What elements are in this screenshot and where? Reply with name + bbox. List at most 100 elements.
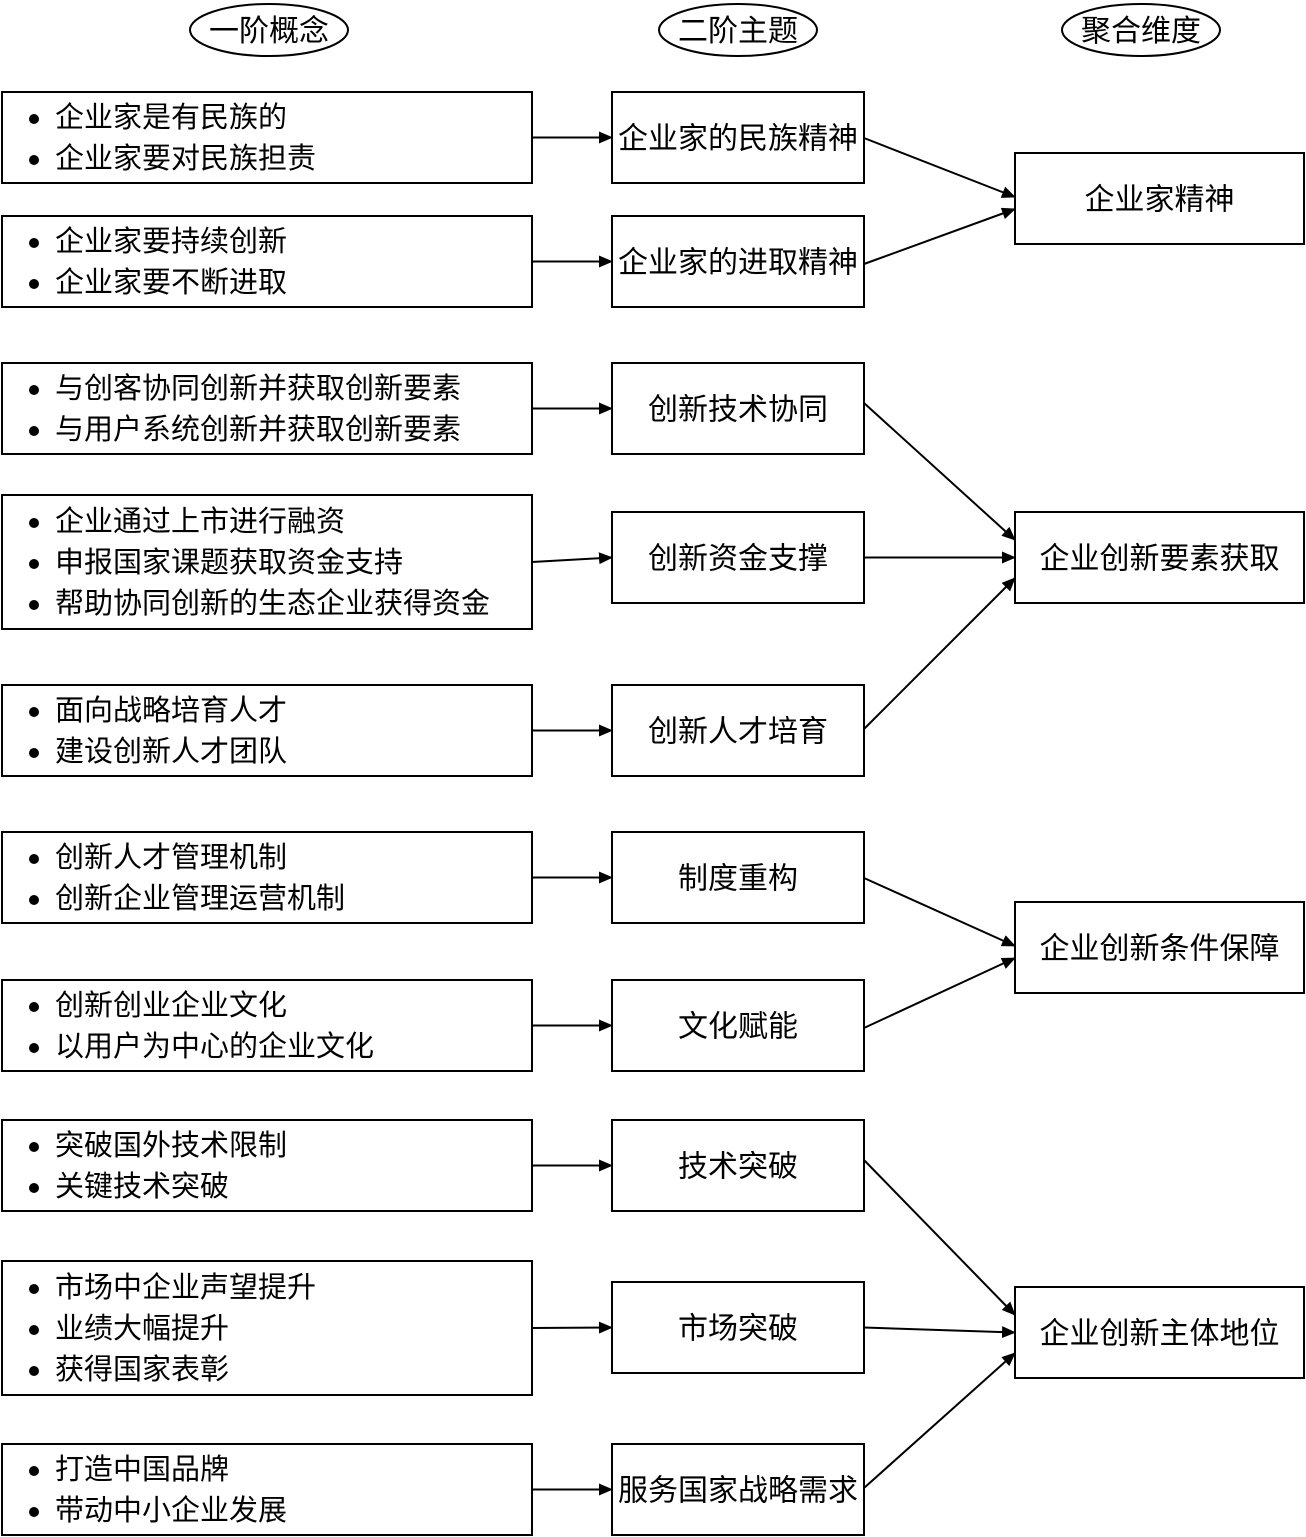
theme-label: 企业家的进取精神 — [618, 246, 858, 281]
concept-item: 市场中企业声望提升 — [55, 1270, 316, 1304]
dimension-label: 企业创新条件保障 — [1040, 932, 1280, 967]
theme-label: 创新资金支撑 — [648, 542, 828, 577]
bullet-dot — [29, 1466, 39, 1476]
bullet-dot — [29, 1183, 39, 1193]
concept-item: 打造中国品牌 — [55, 1452, 229, 1486]
diagram-body: 企业家精神企业家是有民族的企业家要对民族担责企业家的民族精神企业家要持续创新企业… — [1, 91, 1305, 1536]
header-first-order-label: 一阶概念 — [209, 14, 329, 49]
theme-box: 企业家的进取精神 — [611, 215, 865, 308]
theme-label: 技术突破 — [678, 1150, 798, 1185]
theme-box: 创新人才培育 — [611, 684, 865, 777]
theme-label: 创新技术协同 — [648, 393, 828, 428]
concept-item: 建设创新人才团队 — [55, 734, 287, 768]
theme-to-dimension-arrow — [863, 1159, 1016, 1316]
concept-to-theme-arrow — [531, 1321, 613, 1334]
concept-item: 帮助协同创新的生态企业获得资金 — [55, 586, 490, 620]
concept-item: 企业家要对民族担责 — [55, 141, 316, 175]
concept-item: 创新企业管理运营机制 — [55, 881, 345, 915]
theme-label: 创新人才培育 — [648, 715, 828, 750]
concept-item: 关键技术突破 — [55, 1169, 229, 1203]
dimension-box: 企业创新主体地位 — [1014, 1286, 1305, 1379]
bullet-dot — [29, 1142, 39, 1152]
dimension-box: 企业家精神 — [1014, 152, 1305, 245]
theme-box: 服务国家战略需求 — [611, 1443, 865, 1536]
theme-to-dimension-arrow — [863, 137, 1016, 198]
concept-item: 面向战略培育人才 — [55, 693, 287, 727]
bullet-dot — [29, 518, 39, 528]
bullet-dot — [29, 1325, 39, 1335]
concept-item: 突破国外技术限制 — [55, 1128, 287, 1162]
bullet-dot — [29, 600, 39, 610]
concept-item: 与创客协同创新并获取创新要素 — [55, 371, 461, 405]
bullet-dot — [29, 748, 39, 758]
theme-to-dimension-arrow — [863, 1326, 1016, 1339]
concept-item: 创新创业企业文化 — [55, 988, 287, 1022]
concept-item: 以用户为中心的企业文化 — [55, 1029, 374, 1063]
bullet-dot — [29, 1002, 39, 1012]
theme-box: 文化赋能 — [611, 979, 865, 1072]
concept-item: 申报国家课题获取资金支持 — [55, 545, 403, 579]
theme-label: 文化赋能 — [678, 1010, 798, 1045]
header-second-order: 二阶主题 — [658, 3, 818, 57]
theme-box: 制度重构 — [611, 831, 865, 924]
theme-box: 市场突破 — [611, 1281, 865, 1374]
bullet-dot — [29, 854, 39, 864]
concept-item: 获得国家表彰 — [55, 1352, 229, 1386]
bullet-dot — [29, 1507, 39, 1517]
theme-box: 创新技术协同 — [611, 362, 865, 455]
dimension-box: 企业创新条件保障 — [1014, 901, 1305, 994]
dimension-label: 企业家精神 — [1085, 183, 1235, 218]
bullet-dot — [29, 279, 39, 289]
bullet-dot — [29, 559, 39, 569]
theme-label: 服务国家战略需求 — [618, 1474, 858, 1509]
concept-item: 企业家要持续创新 — [55, 224, 287, 258]
theme-to-dimension-arrow — [863, 207, 1016, 265]
header-aggregate-label: 聚合维度 — [1081, 14, 1201, 49]
theme-to-dimension-arrow — [863, 577, 1016, 730]
bullet-dot — [29, 895, 39, 905]
header-aggregate: 聚合维度 — [1061, 3, 1221, 57]
concept-item: 与用户系统创新并获取创新要素 — [55, 412, 461, 446]
theme-to-dimension-arrow — [863, 957, 1016, 1029]
concept-item: 企业家是有民族的 — [55, 100, 287, 134]
bullet-dot — [29, 385, 39, 395]
theme-box: 创新资金支撑 — [611, 511, 865, 604]
dimension-label: 企业创新主体地位 — [1040, 1317, 1280, 1352]
theme-label: 企业家的民族精神 — [618, 122, 858, 157]
bullet-dot — [29, 426, 39, 436]
bullet-dot — [29, 1043, 39, 1053]
concept-item: 创新人才管理机制 — [55, 840, 287, 874]
header-first-order: 一阶概念 — [189, 3, 349, 57]
bullet-dot — [29, 707, 39, 717]
concept-item: 业绩大幅提升 — [55, 1311, 229, 1345]
dimension-label: 企业创新要素获取 — [1040, 542, 1280, 577]
concept-item: 企业家要不断进取 — [55, 265, 287, 299]
bullet-dot — [29, 238, 39, 248]
concept-item: 带动中小企业发展 — [55, 1493, 287, 1527]
theme-to-dimension-arrow — [863, 402, 1016, 541]
concept-to-theme-arrow — [531, 552, 613, 565]
theme-to-dimension-arrow — [863, 877, 1016, 947]
theme-box: 企业家的民族精神 — [611, 91, 865, 184]
dimension-box: 企业创新要素获取 — [1014, 511, 1305, 604]
theme-label: 市场突破 — [678, 1312, 798, 1347]
header-second-order-label: 二阶主题 — [678, 14, 798, 49]
bullet-dot — [29, 1366, 39, 1376]
theme-box: 技术突破 — [611, 1119, 865, 1212]
bullet-dot — [29, 114, 39, 124]
concept-item: 企业通过上市进行融资 — [55, 504, 345, 538]
bullet-dot — [29, 155, 39, 165]
bullet-dot — [29, 1284, 39, 1294]
theme-label: 制度重构 — [678, 862, 798, 897]
theme-to-dimension-arrow — [863, 1352, 1016, 1489]
